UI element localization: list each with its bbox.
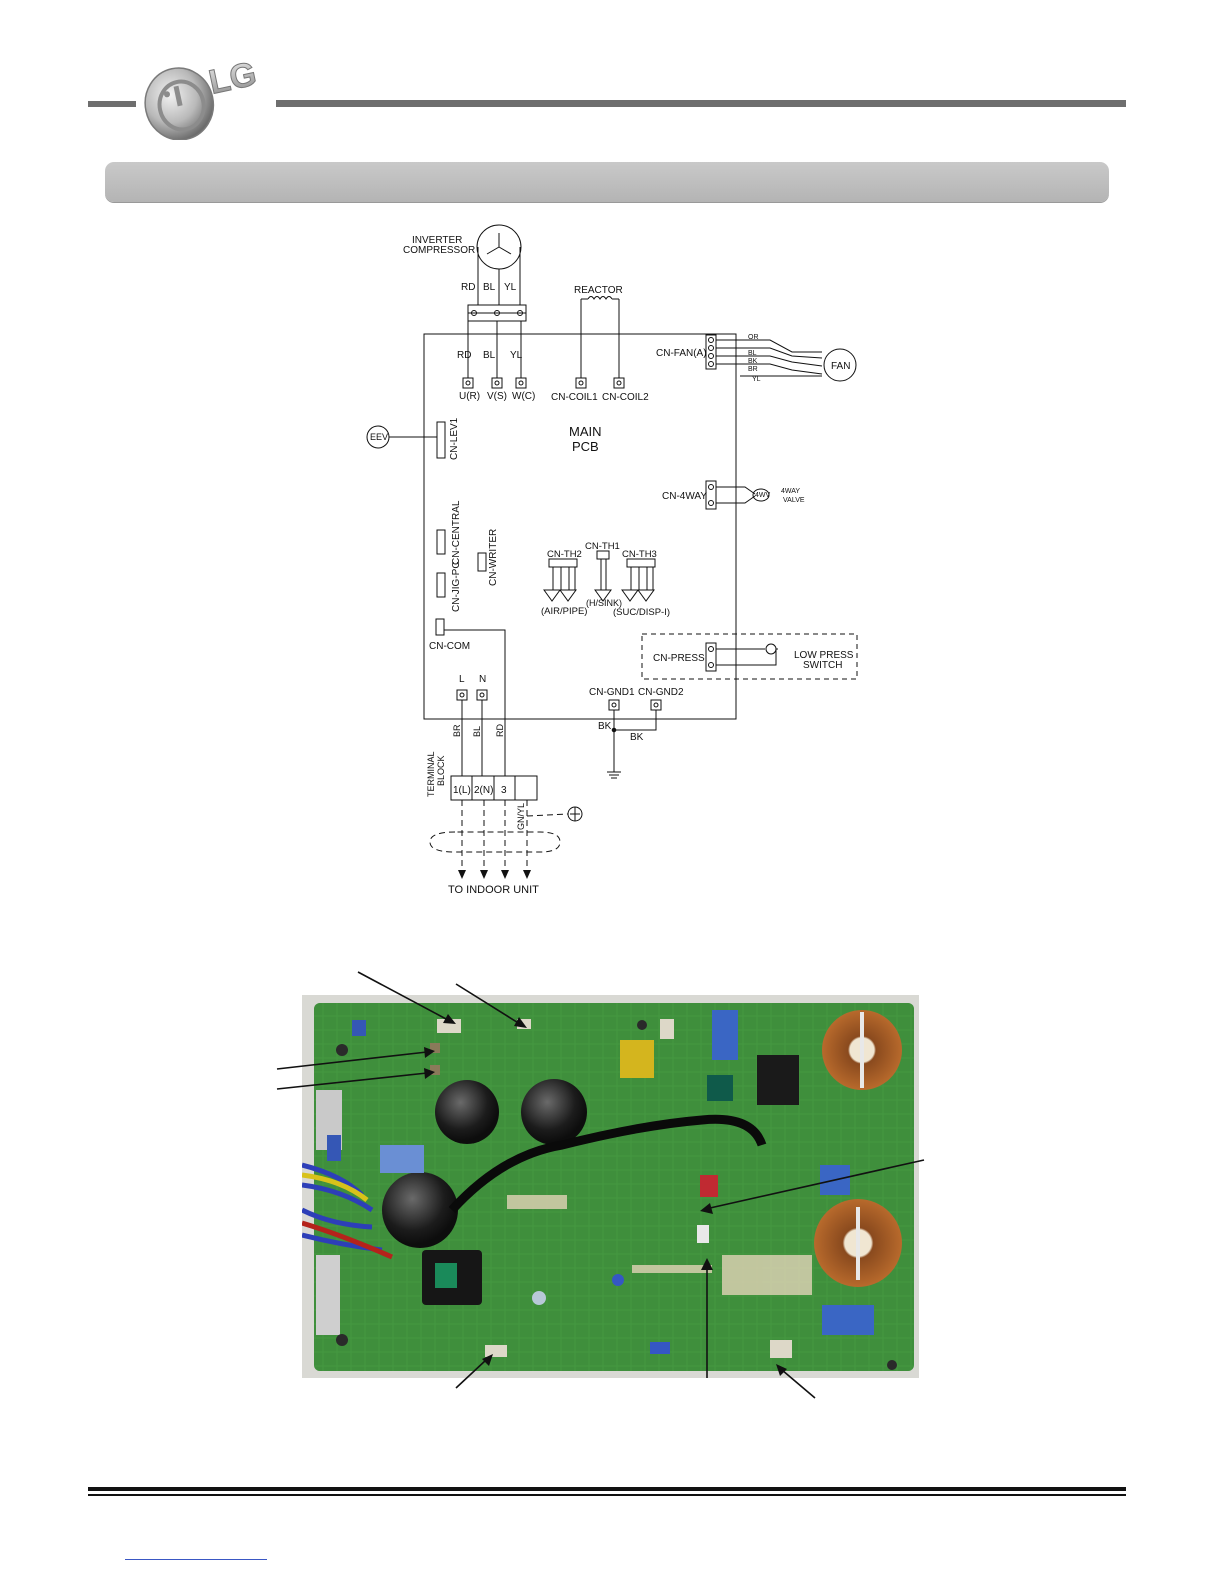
label-bk-1: BK bbox=[598, 721, 612, 732]
wire-bl-top: BL bbox=[483, 282, 496, 293]
wire-yl-top: YL bbox=[504, 282, 517, 293]
label-air-pipe: (AIR/PIPE) bbox=[541, 606, 587, 617]
label-pcb: PCB bbox=[572, 439, 599, 454]
fan-wire-bk: BK bbox=[748, 358, 758, 365]
label-h-sink: (H/SINK) bbox=[586, 598, 622, 608]
label-main: MAIN bbox=[569, 424, 602, 439]
label-terminal: TERMINAL bbox=[426, 751, 436, 797]
label-4wv: 4WV bbox=[755, 492, 771, 499]
label-cn-th3: CN-TH3 bbox=[622, 549, 657, 560]
label-cn-writer: CN-WRITER bbox=[488, 529, 499, 586]
wire-yl-pcb: YL bbox=[510, 350, 523, 361]
label-switch: SWITCH bbox=[803, 660, 842, 671]
fan-wire-br: BR bbox=[748, 366, 758, 373]
label-reactor: REACTOR bbox=[574, 285, 623, 296]
label-to-indoor: TO INDOOR UNIT bbox=[448, 884, 539, 896]
label-cn-coil1: CN-COIL1 bbox=[551, 392, 598, 403]
label-valve: VALVE bbox=[783, 497, 805, 504]
label-cn-4way: CN-4WAY bbox=[662, 491, 707, 502]
wire-rd-top: RD bbox=[461, 282, 475, 293]
label-cn-central: CN-CENTRAL bbox=[451, 500, 462, 565]
wire-bl: BL bbox=[472, 726, 482, 737]
label-n: N bbox=[479, 674, 486, 685]
label-inverter: INVERTER bbox=[412, 235, 462, 246]
terminal-ur: U(R) bbox=[459, 391, 480, 402]
label-cn-coil2: CN-COIL2 bbox=[602, 392, 649, 403]
wire-br: BR bbox=[452, 724, 462, 737]
label-cn-th2: CN-TH2 bbox=[547, 549, 582, 560]
fan-wire-bl: BL bbox=[748, 350, 757, 357]
label-l: L bbox=[459, 674, 465, 685]
header-rule-left bbox=[88, 101, 136, 107]
label-low-press: LOW PRESS bbox=[794, 650, 854, 661]
svg-text:LG: LG bbox=[206, 55, 260, 102]
wiring-diagram: INVERTER COMPRESSOR RD BL YL RD BL YL U(… bbox=[366, 224, 858, 896]
fan-wire-or: OR bbox=[748, 334, 759, 341]
label-gn-yl: GN/YL bbox=[516, 803, 526, 830]
terminal-cell-1l: 1(L) bbox=[453, 785, 471, 796]
label-cn-gnd2: CN-GND2 bbox=[638, 687, 684, 698]
terminal-vs: V(S) bbox=[487, 391, 507, 402]
footer-link-underline[interactable] bbox=[125, 1559, 267, 1560]
section-title-bar bbox=[105, 162, 1109, 202]
label-eev: EEV bbox=[370, 432, 388, 442]
label-cn-th1: CN-TH1 bbox=[585, 541, 620, 552]
label-fan: FAN bbox=[831, 361, 850, 372]
label-cn-fan: CN-FAN(A) bbox=[656, 348, 707, 359]
wire-bl-pcb: BL bbox=[483, 350, 496, 361]
label-4way: 4WAY bbox=[781, 488, 800, 495]
label-suc-disp: (SUC/DISP-I) bbox=[613, 607, 670, 618]
label-cn-press: CN-PRESS bbox=[653, 653, 705, 664]
wire-rd-pcb: RD bbox=[457, 350, 471, 361]
terminal-cell-3: 3 bbox=[501, 785, 507, 796]
label-cn-com: CN-COM bbox=[429, 641, 470, 652]
fan-wire-yl: YL bbox=[752, 376, 761, 383]
lg-logo-icon: LG bbox=[144, 54, 260, 140]
terminal-wc: W(C) bbox=[512, 391, 535, 402]
pcb-photo bbox=[302, 995, 919, 1378]
header-rule-right bbox=[276, 100, 1126, 107]
label-block: BLOCK bbox=[436, 755, 446, 786]
footer-rule bbox=[88, 1487, 1126, 1496]
label-bk-2: BK bbox=[630, 732, 644, 743]
label-cn-gnd1: CN-GND1 bbox=[589, 687, 635, 698]
label-cn-jig-pc: CN-JIG-PC bbox=[451, 561, 462, 612]
terminal-cell-2n: 2(N) bbox=[474, 785, 493, 796]
label-cn-lev1: CN-LEV1 bbox=[449, 417, 460, 460]
label-compressor: COMPRESSOR bbox=[403, 245, 475, 256]
wire-rd: RD bbox=[495, 724, 505, 737]
